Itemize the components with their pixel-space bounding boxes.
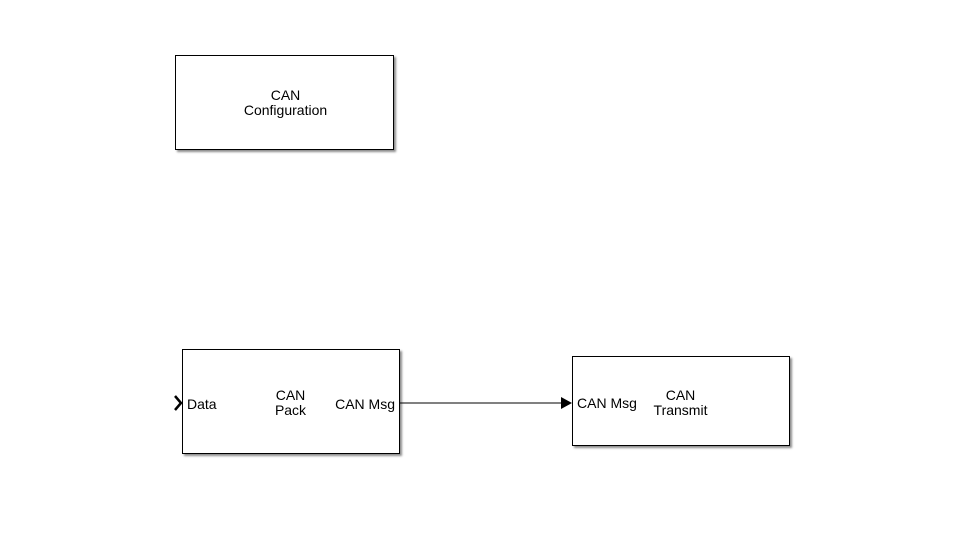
can-pack-title-line2: Pack — [274, 402, 307, 418]
can-pack-output-port-label: CAN Msg — [335, 396, 395, 412]
can-pack-title-line1: CAN — [275, 387, 306, 403]
can-transmit-block[interactable]: CAN Transmit CAN Msg — [572, 356, 790, 446]
can-configuration-title-line2: Configuration — [243, 102, 328, 118]
can-transmit-title-line2: Transmit — [653, 402, 708, 418]
can-pack-input-port-label: Data — [187, 396, 217, 412]
can-pack-title: CAN Pack — [253, 388, 328, 418]
can-pack-input-port-icon[interactable] — [174, 395, 183, 411]
signal-arrowhead-icon — [561, 397, 572, 409]
can-transmit-title: CAN Transmit — [643, 388, 718, 418]
can-configuration-title: CAN Configuration — [176, 88, 395, 118]
can-pack-block[interactable]: CAN Pack Data CAN Msg — [182, 349, 400, 454]
can-configuration-block[interactable]: CAN Configuration — [175, 55, 394, 150]
can-transmit-title-line1: CAN — [665, 387, 696, 403]
can-configuration-title-line1: CAN — [270, 87, 301, 103]
can-transmit-input-port-label: CAN Msg — [577, 395, 637, 411]
